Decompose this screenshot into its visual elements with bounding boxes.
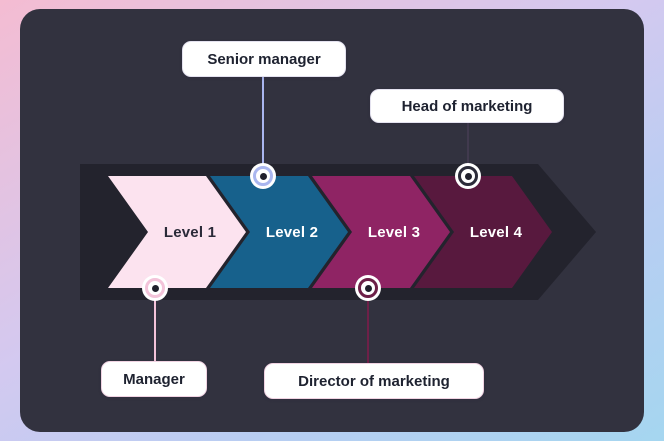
connector-senior-manager (262, 75, 264, 170)
callout-head-of-marketing-label: Head of marketing (401, 97, 533, 115)
level-4-label: Level 4 (469, 223, 523, 241)
callout-manager-label: Manager (123, 370, 185, 388)
callout-director-of-marketing: Director of marketing (264, 363, 484, 399)
connector-manager (154, 293, 156, 363)
marker-dot-icon (151, 284, 159, 292)
connector-head-of-marketing (467, 121, 469, 171)
marker-dot-icon (364, 284, 372, 292)
marker-dot-icon (464, 172, 472, 180)
level-1-label: Level 1 (163, 223, 217, 241)
level-3-label: Level 3 (367, 223, 421, 241)
callout-head-of-marketing: Head of marketing (370, 89, 564, 123)
callout-senior-manager-label: Senior manager (207, 50, 321, 68)
callout-senior-manager: Senior manager (182, 41, 346, 77)
level-2-label: Level 2 (265, 223, 319, 241)
marker-head-of-marketing (458, 166, 478, 186)
marker-director-of-marketing (358, 278, 378, 298)
marker-dot-icon (259, 172, 267, 180)
callout-manager: Manager (101, 361, 207, 397)
marker-manager (145, 278, 165, 298)
diagram-card: Level 1 Level 2 Level 3 Level 4 Senior m… (20, 9, 644, 432)
marker-senior-manager (253, 166, 273, 186)
connector-director-of-marketing (367, 293, 369, 365)
callout-director-of-marketing-label: Director of marketing (298, 372, 450, 390)
